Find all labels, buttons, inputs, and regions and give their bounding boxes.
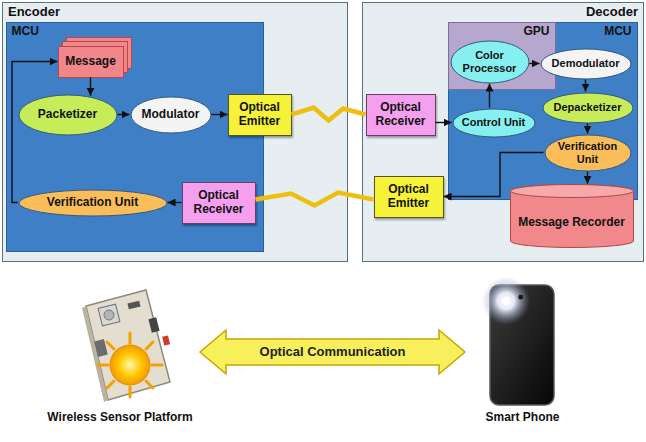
process-ellipse: Modulator <box>130 96 212 134</box>
node-label: Modulator <box>142 108 200 122</box>
process-ellipse: Packetizer <box>18 94 118 136</box>
node-label: Demodulator <box>552 57 620 70</box>
decoder-panel: DecoderMCUGPUColor ProcessorDemodulatorC… <box>362 2 644 262</box>
process-ellipse: Verification Unit <box>544 134 632 172</box>
gpu-block: GPU Color Processor <box>448 22 556 90</box>
signal-arrow <box>529 63 539 64</box>
encoder-panel: EncoderMCU MessagePacketizer ModulatorVeri… <box>2 2 348 262</box>
panel-title: MCU <box>7 23 263 39</box>
sensor-board <box>82 290 170 402</box>
signal-arrow <box>118 114 130 115</box>
node-label: Message <box>65 55 116 69</box>
optical-emitter-box: Optical Emitter <box>228 94 292 136</box>
optical-receiver-box: Optical Receiver <box>182 182 256 224</box>
device-figure: Smart Phone <box>465 282 580 428</box>
panel-title: Decoder <box>363 3 643 20</box>
edge-label: Optical Communication <box>257 345 409 360</box>
signal-arrow <box>587 124 588 134</box>
storage-cylinder: Message Recorder <box>510 184 634 248</box>
panel-title: Encoder <box>3 3 347 20</box>
communication-arrow <box>200 330 465 374</box>
figure-caption: Smart Phone <box>485 411 559 425</box>
process-ellipse: Depacketizer <box>542 92 634 124</box>
figure-caption: Wireless Sensor Platform <box>47 411 192 425</box>
node-label: Verification Unit <box>47 196 138 210</box>
signal-arrow <box>168 202 182 203</box>
node-label: Packetizer <box>38 108 97 122</box>
node-label: Optical Emitter <box>378 183 440 211</box>
node-label: Optical Receiver <box>370 101 432 129</box>
signal-arrow <box>489 84 490 108</box>
optical-receiver-box: Optical Receiver <box>366 94 436 136</box>
optical-link <box>292 108 366 121</box>
process-ellipse: Demodulator <box>540 48 632 80</box>
mcu-block: MCU MessagePacketizer ModulatorVerificatio… <box>6 22 264 252</box>
signal-arrow <box>90 78 91 96</box>
process-ellipse: Control Unit <box>452 108 536 138</box>
signal-arrow <box>436 122 452 123</box>
mcu-block: MCUGPUColor ProcessorDemodulatorControl … <box>448 22 638 200</box>
signal-arrow <box>212 114 228 115</box>
node-label: Control Unit <box>462 116 526 129</box>
process-ellipse: Verification Unit <box>18 189 168 217</box>
node-label: Optical Emitter <box>232 101 288 129</box>
smart-phone-figure <box>482 277 554 405</box>
optical-emitter-box: Optical Emitter <box>374 176 444 218</box>
node-label: Color Processor <box>458 49 520 74</box>
signal-arrow <box>587 172 588 184</box>
device-figure: Wireless Sensor Platform <box>40 282 200 428</box>
node-label: Depacketizer <box>554 101 622 114</box>
process-ellipse: Color Processor <box>450 40 530 84</box>
panel-title: GPU <box>449 23 555 39</box>
optical-link <box>256 193 374 206</box>
message-stack: Message <box>58 46 124 78</box>
node-label: Message Recorder <box>518 216 625 230</box>
node-label: Optical Receiver <box>186 189 252 217</box>
signal-arrow <box>12 62 58 203</box>
node-label: Verification Unit <box>553 140 622 165</box>
signal-arrow <box>444 153 544 197</box>
signal-arrow <box>585 80 586 92</box>
